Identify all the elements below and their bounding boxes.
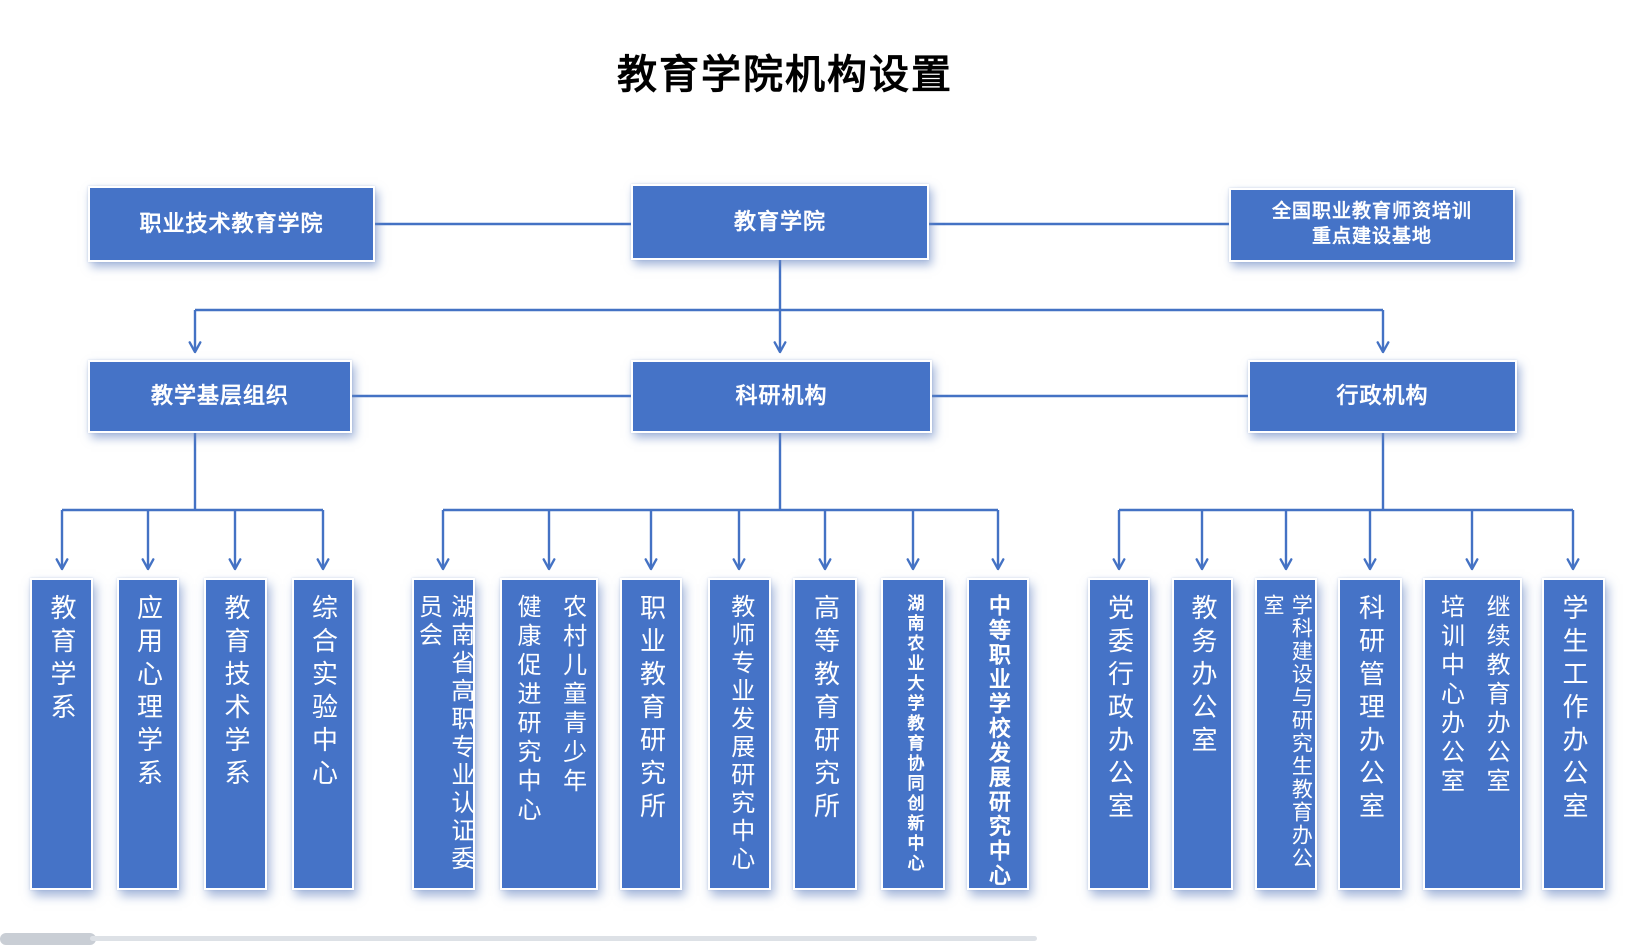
org-box-label: 湖南省高职专业认证委员会 [414, 594, 474, 874]
org-box-label: 学生工作办公室 [1559, 594, 1590, 825]
org-box-teaching-organizations: 教学基层组织 [88, 360, 352, 433]
org-box-secondary-vocational-school-center: 中等职业学校发展研究中心 [967, 578, 1029, 890]
org-box-label: 职业技术教育学院 [139, 210, 324, 236]
org-box-label: 湖南农业大学教育协同创新中心 [904, 594, 924, 874]
org-box-label: 教学基层组织 [150, 383, 289, 409]
org-box-label: 教师专业发展研究中心 [726, 594, 754, 874]
org-box-label: 学科建设与研究生教育办公室 [1261, 594, 1313, 870]
org-box-label: 职业教育研究所 [636, 594, 667, 825]
org-box-label: 综合实验中心 [308, 594, 339, 792]
org-box-academic-affairs-office: 教务办公室 [1172, 578, 1233, 890]
org-box-label: 全国职业教育师资培训 重点建设基地 [1271, 201, 1472, 247]
org-box-label: 党委行政办公室 [1104, 594, 1135, 825]
org-box-label: 应用心理学系 [133, 594, 164, 792]
org-box-education-dept: 教育学系 [30, 578, 93, 890]
org-box-continuing-education-training-office: 继续教育办公室 培训中心办公室 [1423, 578, 1522, 890]
org-box-label: 教务办公室 [1188, 594, 1219, 759]
org-box-label: 教育技术学系 [221, 594, 252, 792]
org-box-vocational-college: 职业技术教育学院 [88, 186, 375, 262]
org-box-student-affairs-office: 学生工作办公室 [1542, 578, 1605, 890]
org-box-collaborative-innovation-center: 湖南农业大学教育协同创新中心 [881, 578, 945, 890]
org-box-applied-psychology-dept: 应用心理学系 [117, 578, 179, 890]
org-box-label: 农村儿童青少年 健康促进研究中心 [513, 594, 586, 826]
org-box-label: 中等职业学校发展研究中心 [985, 594, 1011, 888]
org-box-comprehensive-experiment-center: 综合实验中心 [292, 578, 354, 890]
org-box-national-training-base: 全国职业教育师资培训 重点建设基地 [1229, 188, 1515, 262]
org-box-label: 科研机构 [735, 383, 828, 409]
org-box-education-college-root: 教育学院 [631, 184, 929, 260]
org-box-research-management-office: 科研管理办公室 [1338, 578, 1402, 890]
org-box-certification-committee: 湖南省高职专业认证委员会 [412, 578, 475, 890]
org-box-label: 行政机构 [1336, 383, 1429, 409]
org-box-education-technology-dept: 教育技术学系 [204, 578, 267, 890]
org-box-administrative-institutions: 行政机构 [1248, 360, 1517, 433]
org-box-label: 教育学系 [47, 594, 78, 726]
diagram-title: 教育学院机构设置 [617, 53, 953, 97]
org-box-label: 教育学院 [733, 208, 826, 234]
org-box-label: 高等教育研究所 [810, 594, 841, 825]
org-box-rural-children-health-center: 农村儿童青少年 健康促进研究中心 [500, 578, 598, 890]
org-box-party-admin-office: 党委行政办公室 [1088, 578, 1150, 890]
org-box-label: 继续教育办公室 培训中心办公室 [1436, 594, 1510, 797]
page-bottom-edge-left [0, 933, 96, 945]
org-box-label: 科研管理办公室 [1355, 594, 1386, 825]
org-box-vocational-education-institute: 职业教育研究所 [620, 578, 682, 890]
page-bottom-edge-line [90, 936, 1037, 941]
org-box-research-institutions: 科研机构 [631, 360, 932, 433]
org-box-teacher-development-center: 教师专业发展研究中心 [708, 578, 771, 890]
org-box-discipline-graduate-office: 学科建设与研究生教育办公室 [1255, 578, 1317, 890]
org-box-higher-education-institute: 高等教育研究所 [793, 578, 857, 890]
